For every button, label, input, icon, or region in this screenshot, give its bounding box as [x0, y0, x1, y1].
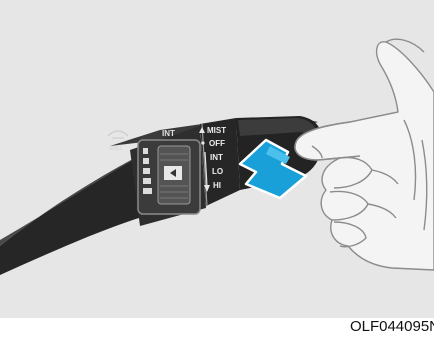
figure-code: OLF044095N — [350, 318, 434, 335]
position-off: OFF — [209, 139, 225, 148]
knob-label: INT — [162, 129, 175, 138]
position-int: INT — [210, 153, 223, 162]
wash-icon-label: FULL — [110, 146, 122, 152]
position-lo: LO — [212, 167, 223, 176]
position-mist: MIST — [207, 126, 226, 135]
position-hi: HI — [213, 181, 221, 190]
knob-housing — [130, 126, 206, 226]
